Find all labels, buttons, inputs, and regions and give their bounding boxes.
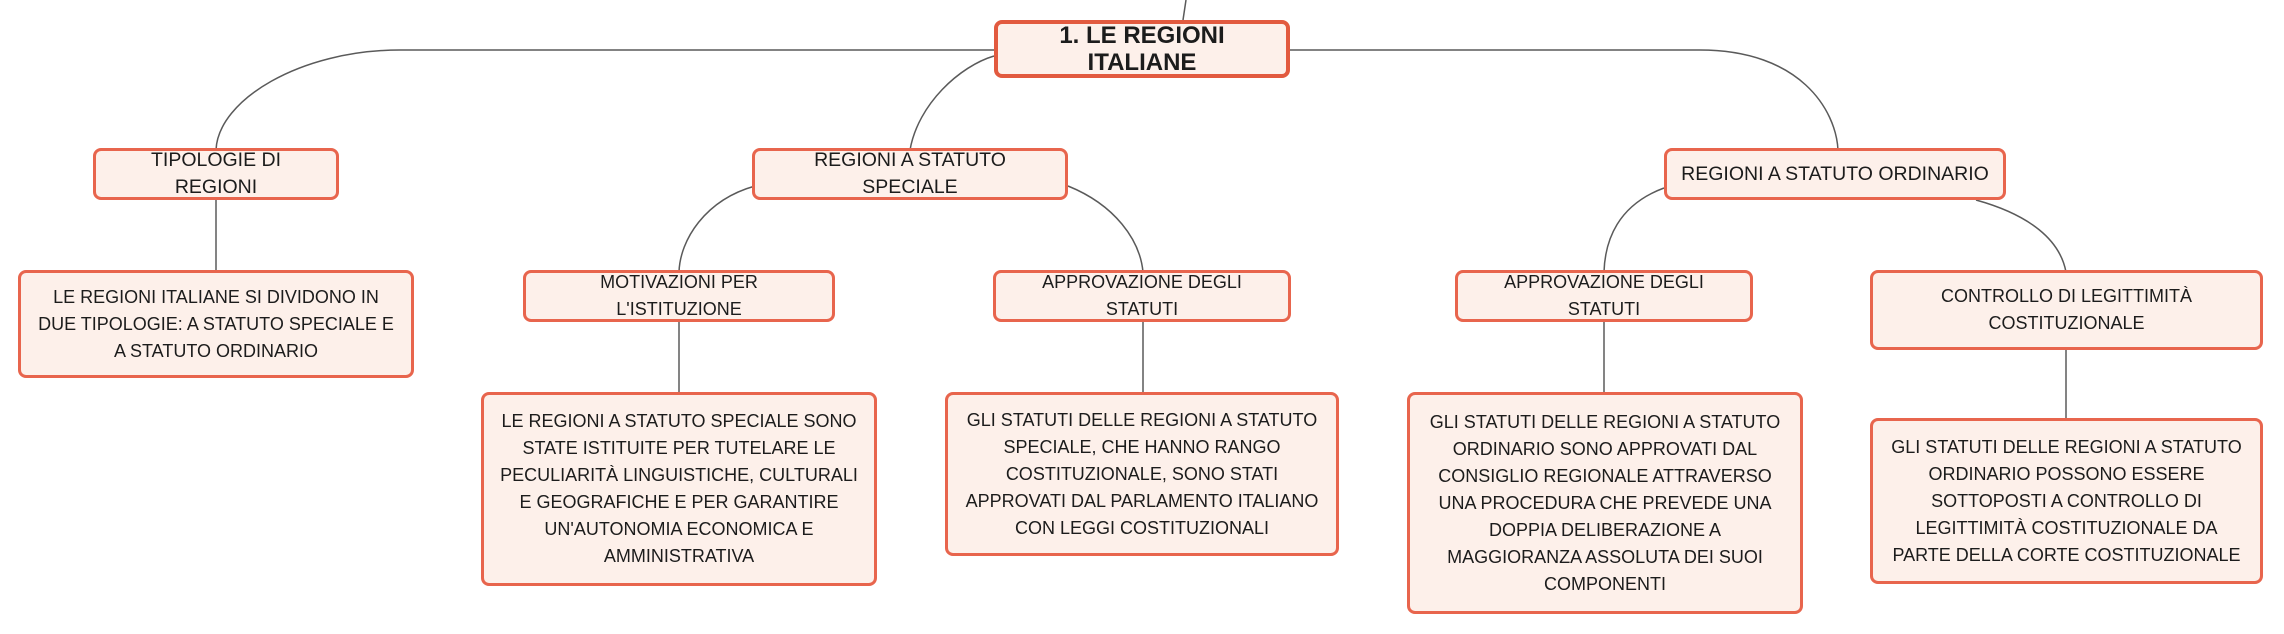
- detail-text: LE REGIONI ITALIANE SI DIVIDONO IN DUE T…: [38, 286, 394, 361]
- subtopic-approvazione-statuti-speciale[interactable]: APPROVAZIONE DEGLI STATUTI: [993, 270, 1291, 322]
- subtopic-label: MOTIVAZIONI PER L'ISTITUZIONE: [600, 272, 758, 319]
- detail-text: GLI STATUTI DELLE REGIONI A STATUTO SPEC…: [965, 409, 1319, 538]
- detail-approvazione-ordinario[interactable]: GLI STATUTI DELLE REGIONI A STATUTO ORDI…: [1407, 392, 1803, 614]
- detail-motivazioni[interactable]: LE REGIONI A STATUTO SPECIALE SONO STATE…: [481, 392, 877, 586]
- branch-tipologie-di-regioni[interactable]: TIPOLOGIE DI REGIONI: [93, 148, 339, 200]
- branch-label: TIPOLOGIE DI REGIONI: [150, 149, 282, 198]
- subtopic-label: APPROVAZIONE DEGLI STATUTI: [1042, 272, 1242, 319]
- subtopic-motivazioni-istituzione[interactable]: MOTIVAZIONI PER L'ISTITUZIONE: [523, 270, 835, 322]
- subtopic-label: APPROVAZIONE DEGLI STATUTI: [1504, 272, 1704, 319]
- branch-regioni-statuto-speciale[interactable]: REGIONI A STATUTO SPECIALE: [752, 148, 1068, 200]
- branch-label: REGIONI A STATUTO ORDINARIO: [1681, 162, 1989, 185]
- branch-label: REGIONI A STATUTO SPECIALE: [814, 149, 1006, 198]
- detail-text: LE REGIONI A STATUTO SPECIALE SONO STATE…: [500, 411, 858, 566]
- detail-tipologie[interactable]: LE REGIONI ITALIANE SI DIVIDONO IN DUE T…: [18, 270, 414, 378]
- root-node[interactable]: 1. LE REGIONI ITALIANE: [994, 20, 1290, 78]
- root-title: 1. LE REGIONI ITALIANE: [1059, 22, 1225, 76]
- subtopic-approvazione-statuti-ordinario[interactable]: APPROVAZIONE DEGLI STATUTI: [1455, 270, 1753, 322]
- detail-text: GLI STATUTI DELLE REGIONI A STATUTO ORDI…: [1891, 436, 2242, 565]
- subtopic-controllo-legittimita[interactable]: CONTROLLO DI LEGITTIMITÀ COSTITUZIONALE: [1870, 270, 2263, 350]
- detail-controllo-legittimita[interactable]: GLI STATUTI DELLE REGIONI A STATUTO ORDI…: [1870, 418, 2263, 584]
- detail-text: GLI STATUTI DELLE REGIONI A STATUTO ORDI…: [1429, 411, 1781, 594]
- detail-approvazione-speciale[interactable]: GLI STATUTI DELLE REGIONI A STATUTO SPEC…: [945, 392, 1339, 556]
- branch-regioni-statuto-ordinario[interactable]: REGIONI A STATUTO ORDINARIO: [1664, 148, 2006, 200]
- subtopic-label: CONTROLLO DI LEGITTIMITÀ COSTITUZIONALE: [1940, 286, 2193, 333]
